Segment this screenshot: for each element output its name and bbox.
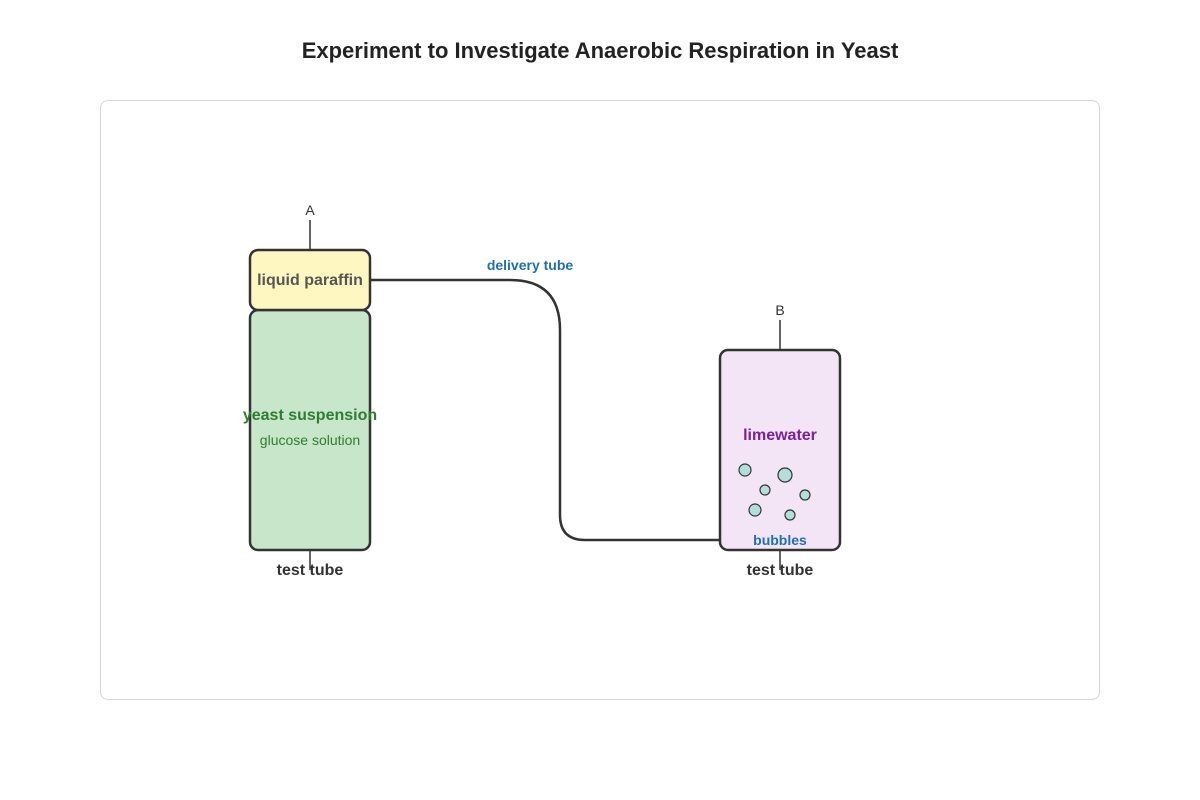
bubble (799, 489, 811, 501)
bubble (777, 467, 793, 483)
liquid-paraffin-label: liquid paraffin (257, 272, 363, 289)
delivery-tube (370, 278, 720, 542)
limewater-label: limewater (743, 427, 817, 444)
test-tube-b: B limewater bubbles test tube (718, 302, 842, 579)
test-tube-b-caption: test tube (747, 562, 814, 579)
bubble (784, 509, 796, 521)
bubbles-group (738, 463, 811, 521)
glucose-solution-label: glucose solution (260, 432, 360, 448)
marker-b: B (775, 302, 784, 318)
yeast-suspension-layer (248, 308, 372, 552)
delivery-tube-label: delivery tube (487, 257, 574, 273)
diagram-title: Experiment to Investigate Anaerobic Resp… (301, 38, 899, 63)
marker-a: A (305, 202, 315, 218)
bubbles-label: bubbles (753, 532, 807, 548)
bubble (748, 503, 762, 517)
test-tube-a: A liquid paraffin yeast suspension gluco… (243, 202, 377, 579)
yeast-suspension-label: yeast suspension (243, 407, 377, 424)
liquid-paraffin-layer (248, 248, 372, 312)
bubble (738, 463, 752, 477)
bubble (759, 484, 771, 496)
limewater-tube (718, 348, 842, 552)
test-tube-a-caption: test tube (277, 562, 344, 579)
